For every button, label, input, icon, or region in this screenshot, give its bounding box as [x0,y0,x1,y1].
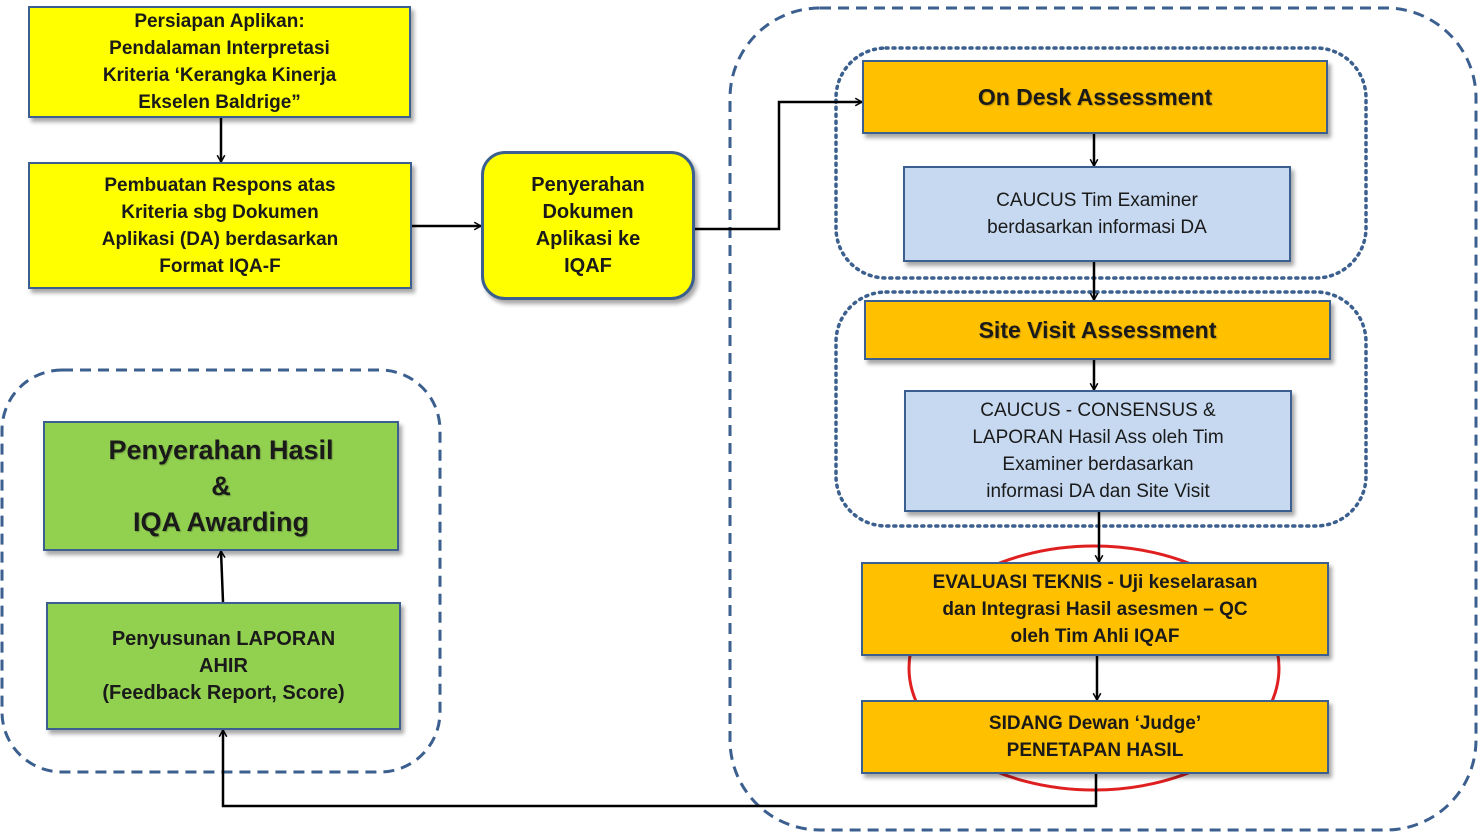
persiapan-line-1: Persiapan Aplikan: [134,11,305,32]
caucus-consensus-box: CAUCUS - CONSENSUS & LAPORAN Hasil Ass o… [904,390,1292,512]
caucus-da-box: CAUCUS Tim Examiner berdasarkan informas… [903,166,1291,262]
caucus-da-line-1: CAUCUS Tim Examiner [996,190,1198,211]
penyerahan-dokumen-box: Penyerahan Dokumen Aplikasi ke IQAF [481,151,695,300]
penyerahan-hasil-box: Penyerahan Hasil & IQA Awarding [43,421,399,551]
persiapan-line-3: Kriteria ‘Kerangka Kinerja [102,65,337,86]
evaluasi-line-1: EVALUASI TEKNIS - Uji keselarasan [932,571,1258,593]
site-visit-assessment-box: Site Visit Assessment [864,300,1331,360]
pembuatan-line-2: Kriteria sbg Dokumen [121,201,319,223]
sidang-dewan-box: SIDANG Dewan ‘Judge’ PENETAPAN HASIL [861,700,1329,774]
penyerahan-dokumen-line-2: Dokumen [542,200,634,223]
pembuatan-box: Pembuatan Respons atas Kriteria sbg Doku… [28,162,412,289]
penyerahan-hasil-line-2: & [211,471,231,501]
penyusunan-line-2: AHIR [199,654,248,677]
pembuatan-line-1: Pembuatan Respons atas [104,174,336,196]
result-group-outline [0,368,442,774]
arrow-penyusunan-to-penyerahan-hasil [221,551,223,603]
evaluasi-line-3: oleh Tim Ahli IQAF [1010,625,1180,647]
penyerahan-dokumen-line-4: IQAF [564,254,612,277]
penyusunan-line-3: (Feedback Report, Score) [102,681,345,704]
evaluasi-teknis-box: EVALUASI TEKNIS - Uji keselarasan dan In… [861,562,1329,656]
site-visit-assessment-label: Site Visit Assessment [978,316,1217,343]
evaluation-ellipse [907,544,1281,792]
caucus-consensus-line-4: informasi DA dan Site Visit [986,481,1210,502]
caucus-consensus-line-2: LAPORAN Hasil Ass oleh Tim [972,427,1224,448]
arrow-sidang-to-penyusunan [223,730,1098,808]
persiapan-line-4: Ekselen Baldrige” [138,92,301,113]
penyerahan-dokumen-line-1: Penyerahan [531,173,645,196]
penyerahan-hasil-line-1: Penyerahan Hasil [108,435,334,465]
penyerahan-dokumen-line-3: Aplikasi ke [535,227,641,250]
caucus-consensus-line-3: Examiner berdasarkan [1002,454,1194,475]
persiapan-box: Persiapan Aplikan: Pendalaman Interpreta… [28,6,411,118]
persiapan-line-2: Pendalaman Interpretasi [109,38,330,59]
sidang-line-2: PENETAPAN HASIL [1006,740,1184,761]
pembuatan-line-3: Aplikasi (DA) berdasarkan [101,228,339,250]
caucus-da-line-2: berdasarkan informasi DA [987,217,1207,238]
arrow-penyerahan-to-ondesk [695,102,862,231]
on-desk-assessment-label: On Desk Assessment [977,83,1213,110]
penyusunan-line-1: Penyusunan LAPORAN [111,627,336,650]
caucus-consensus-line-1: CAUCUS - CONSENSUS & [980,400,1216,421]
site-visit-group-outline [834,290,1368,528]
sidang-line-1: SIDANG Dewan ‘Judge’ [988,713,1202,734]
on-desk-assessment-box: On Desk Assessment [862,60,1328,134]
evaluasi-line-2: dan Integrasi Hasil asesmen – QC [942,598,1248,620]
assessment-group-outline [728,6,1478,832]
pembuatan-line-4: Format IQA-F [159,255,281,277]
penyerahan-hasil-line-3: IQA Awarding [132,507,309,537]
penyusunan-laporan-box: Penyusunan LAPORAN AHIR (Feedback Report… [46,602,401,730]
on-desk-group-outline [834,46,1368,280]
